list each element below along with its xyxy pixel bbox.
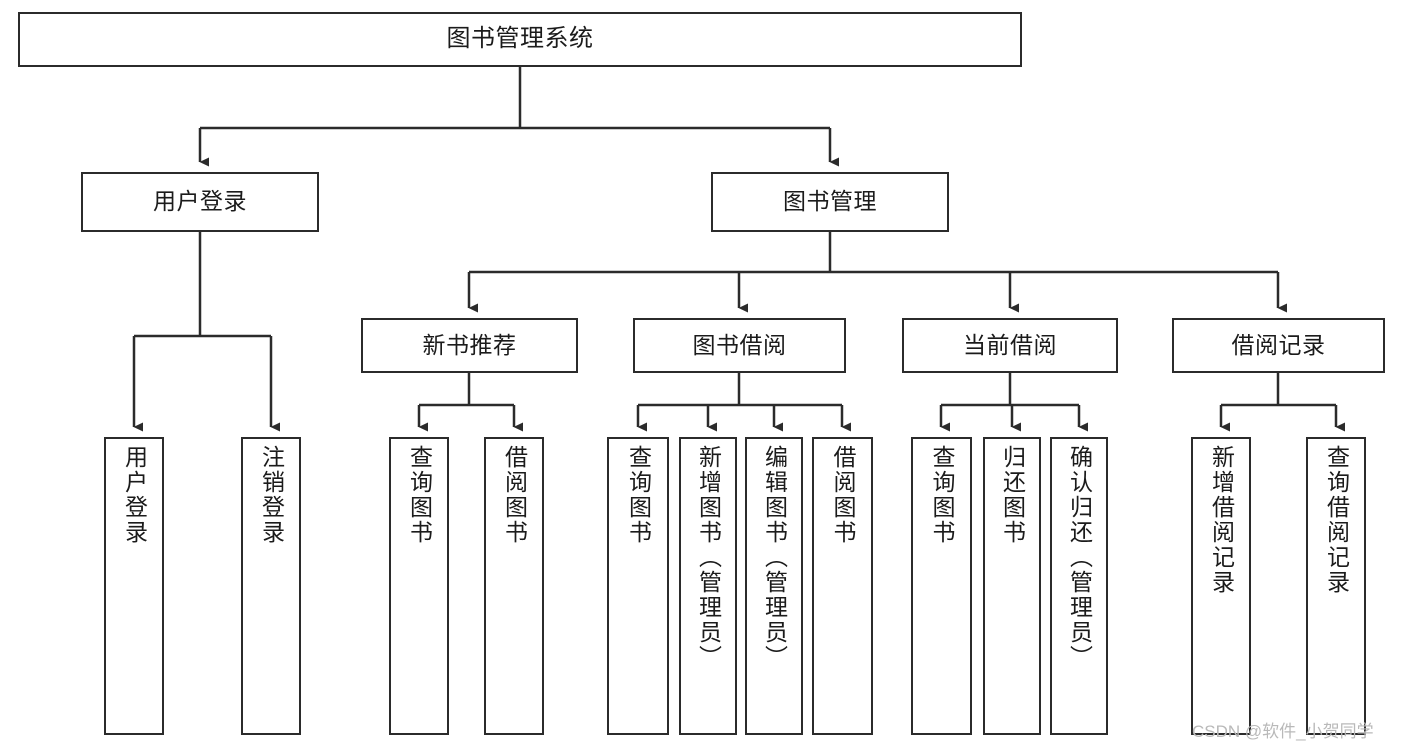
node-book-borrow[interactable]: 图书借阅 (633, 318, 846, 373)
node-leaf-borrow-book-1[interactable]: 借阅图书 (484, 437, 544, 735)
node-leaf-logout[interactable]: 注销登录 (241, 437, 301, 735)
node-label: 借阅图书 (501, 445, 528, 545)
node-leaf-query-book-3[interactable]: 查询图书 (911, 437, 972, 735)
node-label: 归还图书 (999, 445, 1026, 545)
node-label: 图书管理 (783, 188, 877, 215)
node-leaf-confirm-return[interactable]: 确认归还（管理员） (1050, 437, 1108, 735)
node-current-borrow[interactable]: 当前借阅 (902, 318, 1118, 373)
node-label: 用户登录 (153, 188, 247, 215)
node-label: 查询图书 (625, 445, 652, 545)
node-label: 查询图书 (406, 445, 433, 545)
node-leaf-borrow-book-2[interactable]: 借阅图书 (812, 437, 873, 735)
node-label: 用户登录 (121, 445, 148, 545)
node-label: 借阅图书 (830, 445, 856, 545)
node-leaf-query-book-2[interactable]: 查询图书 (607, 437, 669, 735)
node-new-book-recommend[interactable]: 新书推荐 (361, 318, 578, 373)
node-label: 确认归还（管理员） (1066, 445, 1093, 670)
node-label: 查询图书 (929, 445, 955, 545)
node-leaf-query-record[interactable]: 查询借阅记录 (1306, 437, 1366, 735)
node-label: 查询借阅记录 (1323, 445, 1350, 595)
node-label: 借阅记录 (1231, 331, 1326, 358)
node-label: 注销登录 (258, 445, 285, 545)
node-leaf-edit-book[interactable]: 编辑图书（管理员） (745, 437, 803, 735)
node-label: 新增借阅记录 (1208, 445, 1235, 595)
node-label: 图书管理系统 (446, 25, 594, 53)
node-leaf-add-record[interactable]: 新增借阅记录 (1191, 437, 1251, 735)
node-book-manage[interactable]: 图书管理 (711, 172, 949, 232)
node-user-login[interactable]: 用户登录 (81, 172, 319, 232)
node-label: 新增图书（管理员） (695, 445, 722, 670)
node-leaf-add-book[interactable]: 新增图书（管理员） (679, 437, 737, 735)
node-leaf-user-login[interactable]: 用户登录 (104, 437, 164, 735)
node-root[interactable]: 图书管理系统 (18, 12, 1022, 67)
node-label: 编辑图书（管理员） (761, 445, 788, 670)
node-label: 图书借阅 (692, 331, 787, 358)
node-label: 当前借阅 (963, 331, 1057, 358)
node-label: 新书推荐 (422, 331, 517, 358)
node-leaf-return-book[interactable]: 归还图书 (983, 437, 1041, 735)
node-leaf-query-book-1[interactable]: 查询图书 (389, 437, 449, 735)
node-borrow-record[interactable]: 借阅记录 (1172, 318, 1385, 373)
tree-connectors (132, 67, 1345, 432)
